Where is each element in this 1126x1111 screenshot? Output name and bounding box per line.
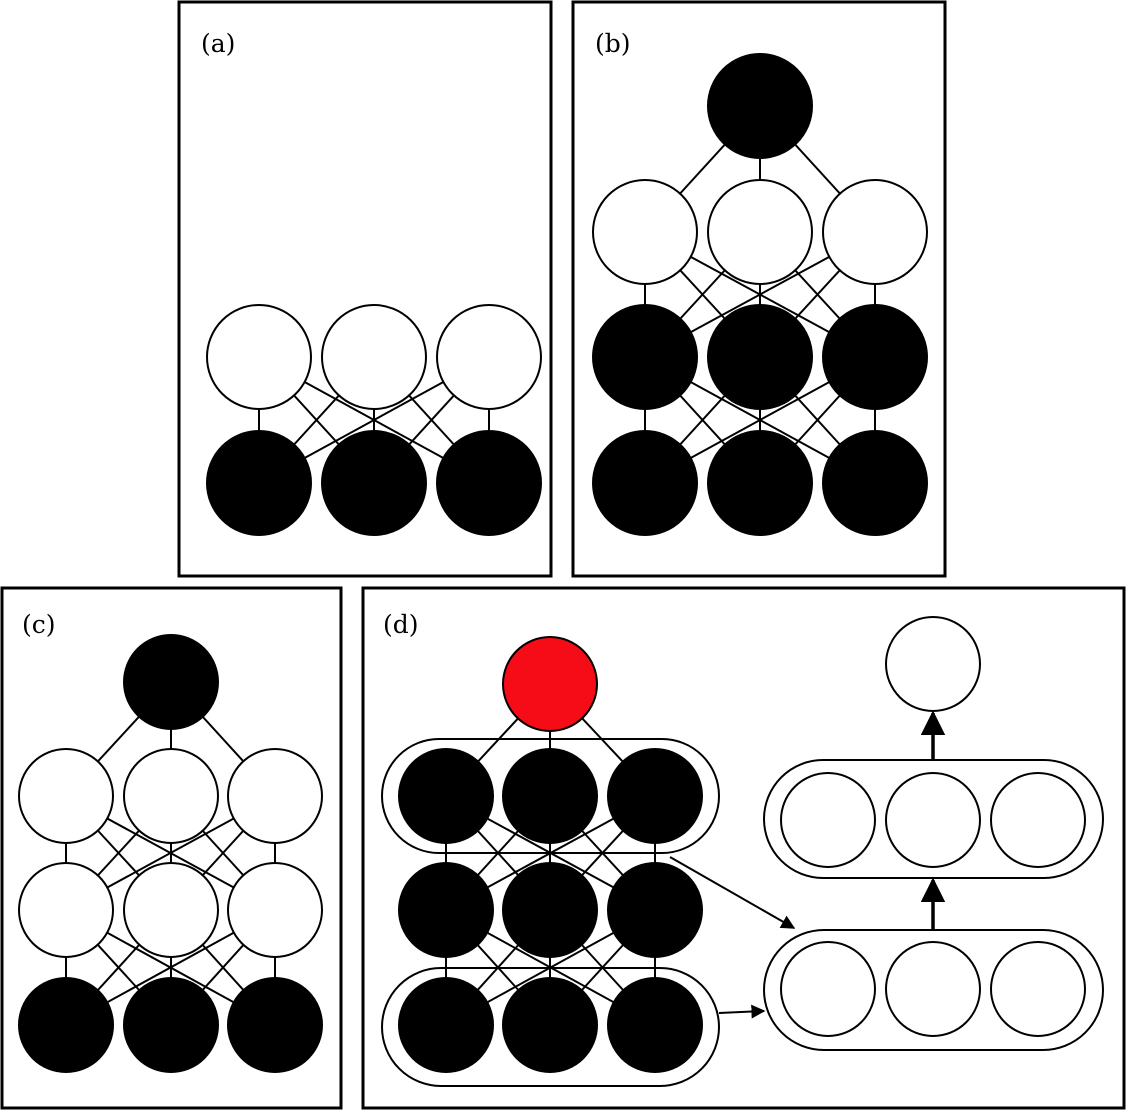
panel-a-frame: [177, 0, 553, 578]
panel-c-row1-node-3: [227, 748, 323, 844]
panel-d-lower-stack-node-2: [885, 941, 981, 1037]
panel-a-hidden-node-3: [436, 304, 542, 410]
panel-d-upper-stack-node-1: [780, 772, 876, 868]
panel-d-upper-stack-node-3: [990, 772, 1086, 868]
panel-b-row3-node-2: [707, 430, 813, 536]
panel-c-row2-node-1: [18, 862, 114, 958]
panel-c-row3-node-1: [18, 977, 114, 1073]
panel-a-visible-node-2: [321, 430, 427, 536]
panel-a-visible-node-1: [206, 430, 312, 536]
panel-c-row3-node-3: [227, 977, 323, 1073]
panel-c-nodes: [18, 634, 323, 1073]
panel-d-label: (d): [383, 610, 419, 639]
panel-b-edges: [644, 105, 876, 484]
panel-b: (b): [571, 0, 947, 578]
panel-d-row1-node-2: [502, 748, 598, 844]
panel-c-edges: [65, 681, 276, 1026]
panel-d-right-nodes: [780, 616, 1086, 1037]
panel-d-frame: [361, 586, 1126, 1110]
panel-d-lower-stack-node-1: [780, 941, 876, 1037]
panel-c-row2-node-3: [227, 862, 323, 958]
panel-d-row3-node-1: [398, 977, 494, 1073]
panel-d-arrows: [669, 710, 946, 1019]
panel-d-row2-node-2: [502, 862, 598, 958]
panel-a-hidden-node-1: [206, 304, 312, 410]
panel-d-row2-node-3: [607, 862, 703, 958]
panel-d: (d): [361, 586, 1126, 1110]
panel-d-combine-layer-group: [763, 929, 1104, 1051]
panel-d-row2-node-1: [398, 862, 494, 958]
panel-d-lower-stack-node-3: [990, 941, 1086, 1037]
panel-b-row3-node-1: [592, 430, 698, 536]
panel-d-row1-node-3: [607, 748, 703, 844]
panel-b-row3-node-3: [822, 430, 928, 536]
panel-a-visible-node-3: [436, 430, 542, 536]
panel-c-row1-node-2: [123, 748, 219, 844]
panel-a-hidden-node-2: [321, 304, 427, 410]
panel-c-frame: [0, 586, 343, 1110]
panel-d-edges: [445, 683, 656, 1026]
panel-c-label: (c): [22, 610, 56, 639]
arrow-top-group-to-combine: [669, 856, 796, 929]
panel-d-nodes: [398, 636, 703, 1073]
panel-b-row1-node-3: [822, 179, 928, 285]
panel-b-row2-node-1: [592, 304, 698, 410]
panel-b-row1-node-1: [592, 179, 698, 285]
panel-c-top-node: [123, 634, 219, 730]
panel-b-nodes: [592, 53, 928, 536]
panel-c-row3-node-2: [123, 977, 219, 1073]
panel-c: (c): [0, 586, 343, 1110]
panel-d-row3-node-2: [502, 977, 598, 1073]
panel-d-highlighted-top-node: [502, 636, 598, 732]
panel-d-row3-node-3: [607, 977, 703, 1073]
panel-d-upper-stack-node-2: [885, 772, 981, 868]
panel-a-nodes: [206, 304, 542, 536]
panel-b-frame: [571, 0, 947, 578]
panel-b-top-node: [707, 53, 813, 159]
panel-d-output-node: [885, 616, 981, 712]
panel-b-row2-node-2: [707, 304, 813, 410]
panel-c-row2-node-2: [123, 862, 219, 958]
arrow-bottom-group-to-combine: [718, 1004, 766, 1019]
panel-b-row1-node-2: [707, 179, 813, 285]
panel-a-label: (a): [201, 29, 235, 58]
panel-c-row1-node-1: [18, 748, 114, 844]
panel-a: (a): [177, 0, 553, 578]
panel-b-label: (b): [595, 29, 631, 58]
panel-b-row2-node-3: [822, 304, 928, 410]
panel-d-row1-node-1: [398, 748, 494, 844]
